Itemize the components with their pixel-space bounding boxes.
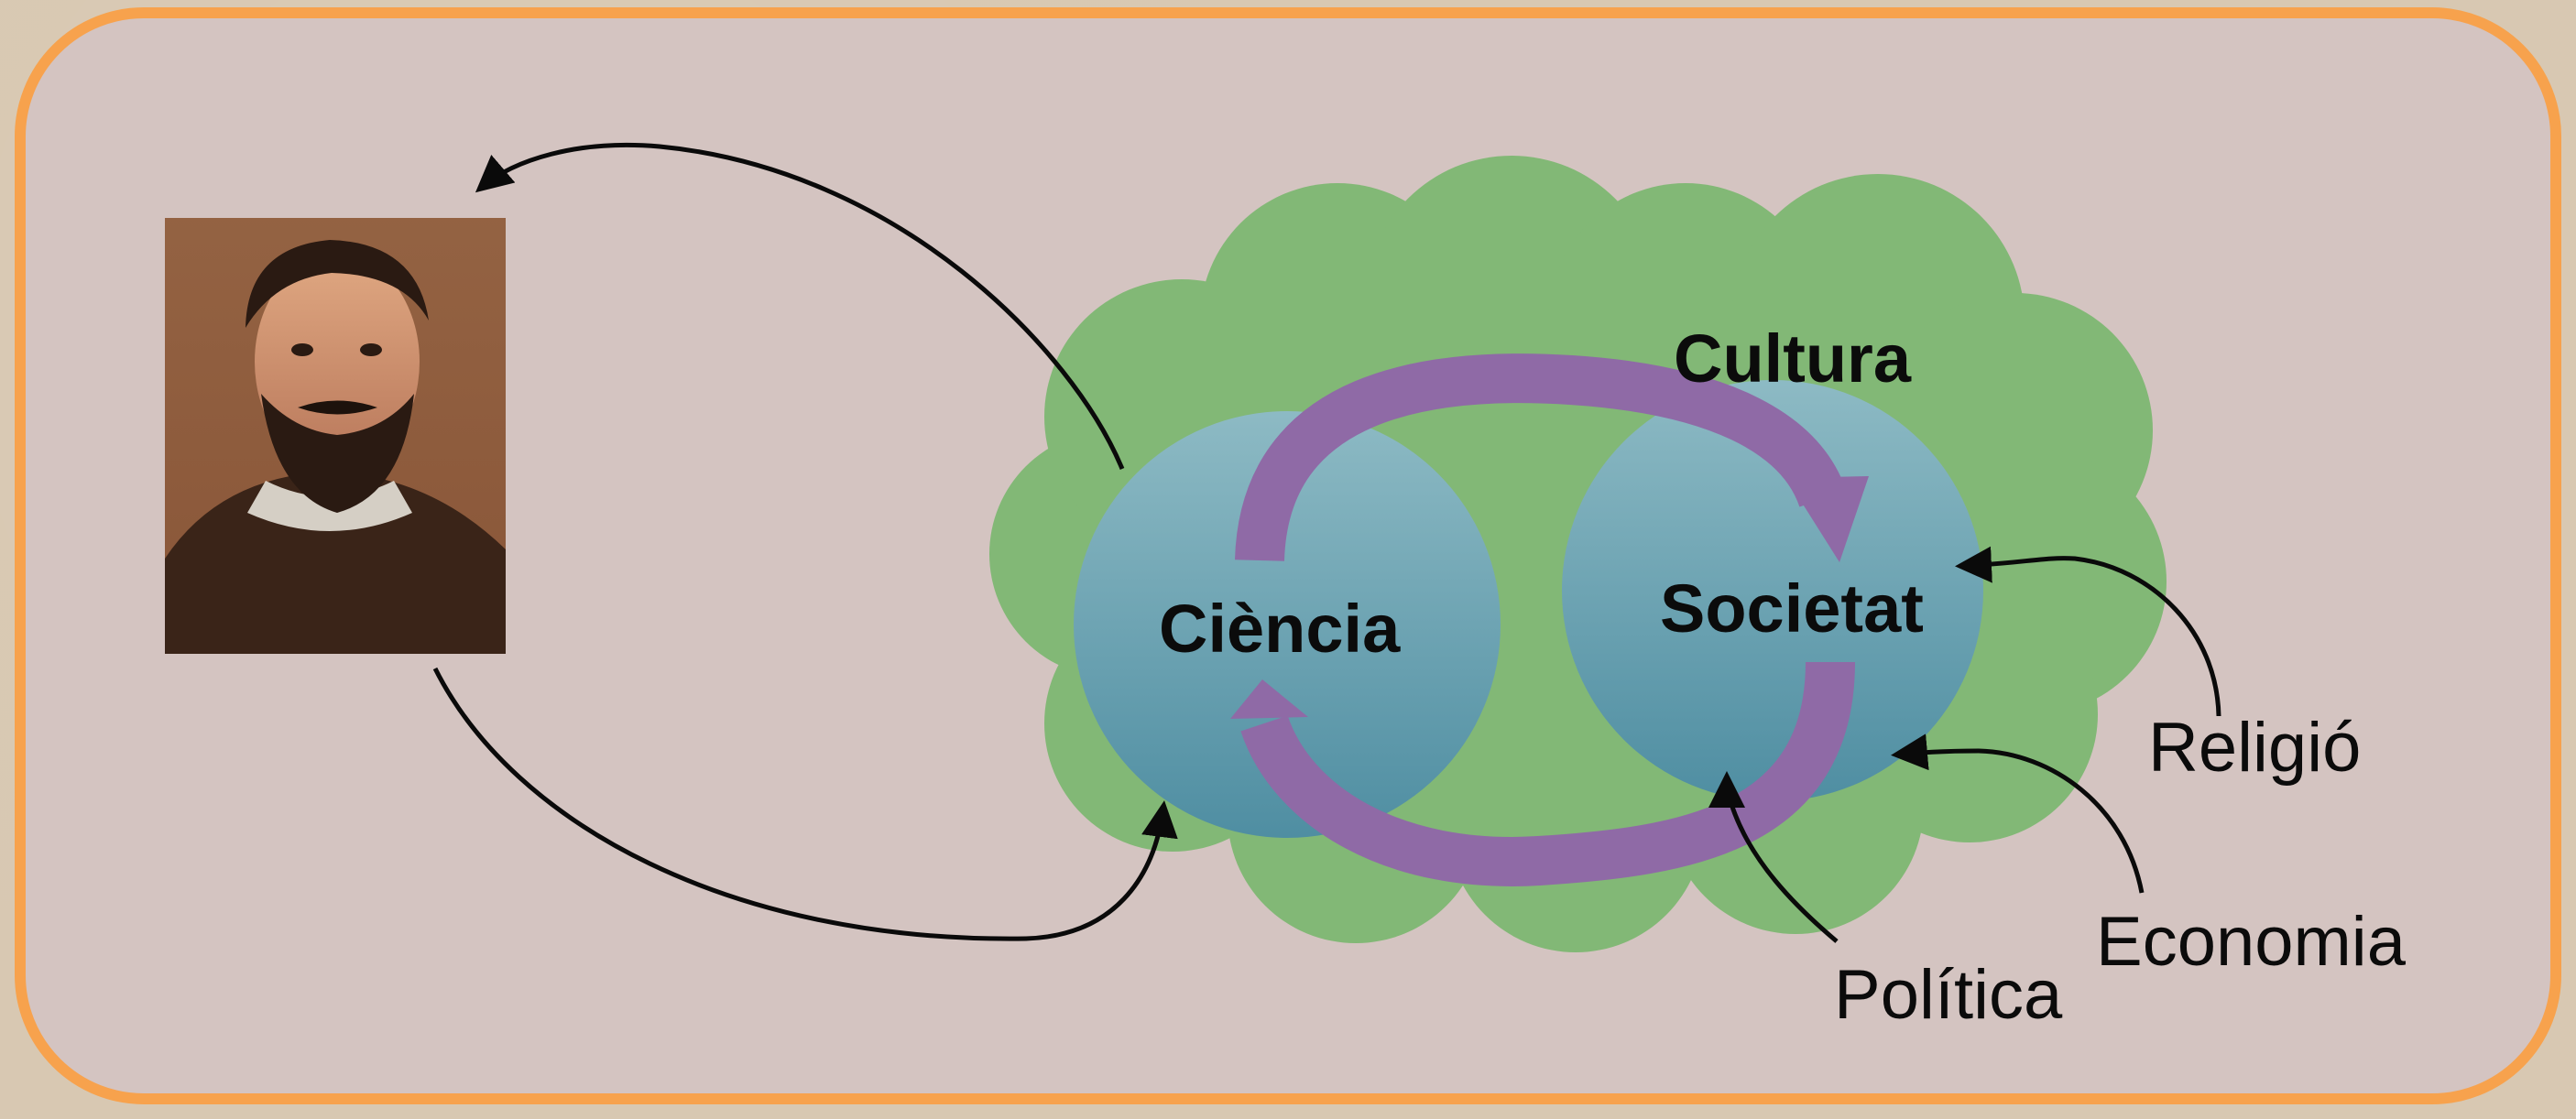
cycle-arrow-bottom bbox=[1230, 661, 1855, 886]
society-circle bbox=[1562, 380, 1983, 801]
religion-to-society-arrow bbox=[1955, 546, 2221, 717]
culture-label: Cultura bbox=[1674, 320, 1912, 397]
politics-label: Política bbox=[1834, 956, 2063, 1034]
economy-to-society-arrow bbox=[1891, 733, 2145, 894]
politics-to-society-arrow bbox=[1708, 771, 1839, 943]
religion-label: Religió bbox=[2148, 709, 2361, 787]
economy-label: Economia bbox=[2096, 903, 2407, 981]
science-to-portrait-arrow bbox=[475, 142, 1125, 470]
portrait-to-science-arrow bbox=[432, 667, 1178, 941]
bearded-man-portrait-icon bbox=[165, 218, 506, 654]
cycle-arrow-top bbox=[1235, 353, 1869, 562]
science-circle bbox=[1074, 411, 1501, 838]
society-label: Societat bbox=[1660, 570, 1924, 646]
science-label: Ciència bbox=[1159, 591, 1401, 667]
